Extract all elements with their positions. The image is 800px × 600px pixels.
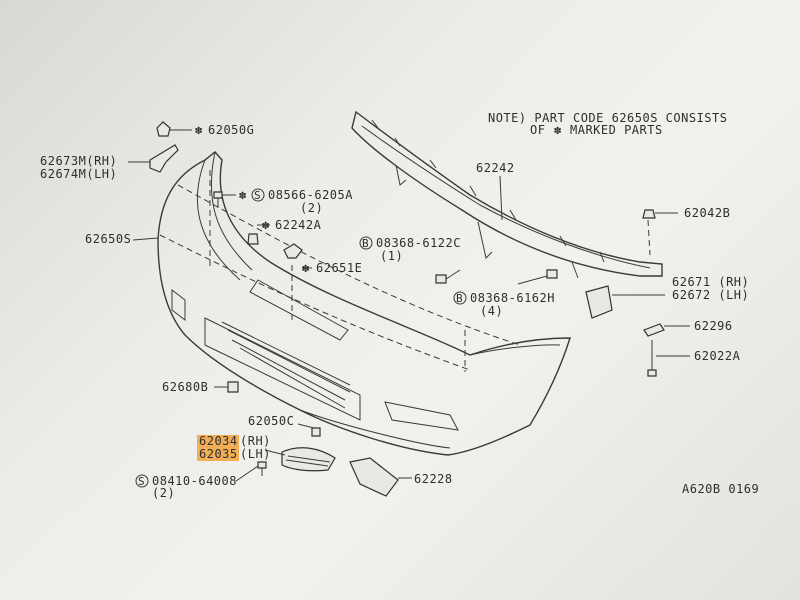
label-08368-6122c-qty: (1) (380, 249, 403, 263)
screw-08410 (257, 461, 267, 476)
label-08368-6122c: 08368-6122C (376, 236, 461, 250)
label-62672: 62672 (LH) (672, 288, 749, 302)
screw-symbol-s-2: S (138, 475, 145, 488)
highlight-62034 (197, 435, 239, 448)
label-62650s: 62650S (85, 232, 131, 246)
bolt-08368-6162h (517, 269, 558, 285)
note-marked-parts: MARKED PARTS (570, 123, 663, 137)
clip-62050g (156, 121, 192, 137)
bolt-symbol-circle (359, 236, 373, 250)
star-symbol: ✽ (195, 123, 203, 137)
label-62673m: 62673M(RH) (40, 154, 117, 168)
label-62022a: 62022A (694, 349, 741, 363)
bolt-62022a (647, 340, 690, 377)
label-62034-side: (RH) (240, 434, 271, 448)
clip-62042b (642, 209, 678, 256)
clip-62296 (643, 323, 690, 337)
label-08368-6162h: 08368-6162H (470, 291, 555, 305)
label-08368-6162h-qty: (4) (480, 304, 503, 318)
label-62228: 62228 (414, 472, 453, 486)
screw-08566 (213, 191, 236, 208)
bolt-08368-6122c (435, 269, 461, 284)
clip-62050c (311, 427, 321, 437)
clip-62680b (214, 381, 239, 393)
note-of: OF (530, 123, 545, 137)
label-08566-qty: (2) (300, 201, 323, 215)
screw-symbol-circle-2 (135, 474, 149, 488)
label-08410-qty: (2) (152, 486, 175, 500)
clip-62242a (247, 224, 270, 245)
screw-symbol-circle (251, 188, 265, 202)
star-symbol: ✽ (302, 261, 310, 275)
label-62034: 62034 (199, 434, 238, 448)
bracket-62671 (585, 285, 665, 319)
front-bumper-fascia (157, 151, 571, 456)
label-62242a: 62242A (275, 218, 322, 232)
label-62674m: 62674M(LH) (40, 167, 117, 181)
bolt-symbol-b: B (362, 237, 369, 250)
bolt-symbol-b-2: B (456, 292, 463, 305)
label-62242: 62242 (476, 161, 515, 175)
cover-62228 (349, 457, 412, 497)
bumper-reinforcement (351, 110, 663, 279)
label-62680b: 62680B (162, 380, 208, 394)
label-62042b: 62042B (684, 206, 730, 220)
screw-symbol-s: S (254, 189, 261, 202)
label-62035-side: (LH) (240, 447, 271, 461)
label-08566: 08566-6205A (268, 188, 353, 202)
note-line-1: NOTE) PART CODE 62650S CONSISTS (488, 111, 727, 125)
star-symbol: ✽ (239, 188, 247, 202)
label-62050g: 62050G (208, 123, 254, 137)
bracket-62673m (128, 144, 179, 173)
label-62671: 62671 (RH) (672, 275, 749, 289)
fog-cover-62034 (264, 447, 336, 472)
bolt-symbol-circle-2 (453, 291, 467, 305)
note-star-symbol: ✽ (554, 123, 562, 137)
label-62296: 62296 (694, 319, 733, 333)
label-62050c: 62050C (248, 414, 294, 428)
highlight-62035 (197, 448, 239, 461)
star-symbol: ✽ (262, 218, 270, 232)
label-62651e: 62651E (316, 261, 362, 275)
label-08410: 08410-64008 (152, 474, 237, 488)
clip-62651e (283, 243, 312, 269)
figure-code: A620B 0169 (682, 482, 759, 496)
label-62035: 62035 (199, 447, 238, 461)
